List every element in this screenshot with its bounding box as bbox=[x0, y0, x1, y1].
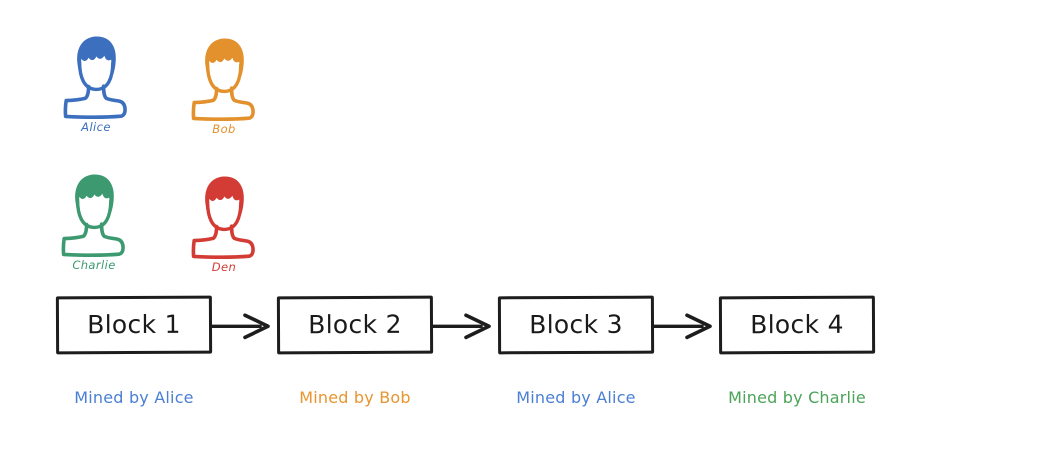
person-avatar-icon bbox=[191, 176, 255, 259]
block-group-1: Block 1 Mined by Alice bbox=[55, 295, 213, 407]
block-box[interactable]: Block 4 bbox=[718, 295, 876, 355]
block-box[interactable]: Block 2 bbox=[276, 295, 434, 355]
block-group-2: Block 2 Mined by Bob bbox=[276, 295, 434, 407]
block-box[interactable]: Block 1 bbox=[55, 295, 213, 355]
participant-bob: Bob bbox=[168, 30, 280, 148]
participant-name: Bob bbox=[212, 122, 236, 136]
arrow-right-icon bbox=[212, 313, 270, 340]
person-avatar-icon bbox=[63, 36, 127, 119]
block-caption: Mined by Alice bbox=[516, 388, 636, 407]
block-label: Block 3 bbox=[529, 309, 623, 340]
block-label: Block 1 bbox=[87, 309, 181, 340]
participant-name: Den bbox=[211, 260, 237, 274]
block-box[interactable]: Block 3 bbox=[497, 295, 655, 355]
arrow-right-icon bbox=[433, 313, 491, 340]
block-label: Block 4 bbox=[750, 309, 844, 340]
block-caption: Mined by Alice bbox=[74, 388, 194, 407]
participants-group: Alice Bob Charlie bbox=[40, 28, 300, 278]
block-caption: Mined by Bob bbox=[299, 388, 411, 407]
person-avatar-icon bbox=[61, 174, 125, 257]
block-group-3: Block 3 Mined by Alice bbox=[497, 295, 655, 407]
arrow-right-icon bbox=[654, 313, 712, 340]
participant-den: Den bbox=[168, 168, 280, 286]
person-avatar-icon bbox=[191, 38, 255, 121]
participant-name: Alice bbox=[81, 120, 111, 134]
blockchain-group: Block 1 Mined by Alice Block 2 Mined by … bbox=[0, 295, 1046, 436]
participant-alice: Alice bbox=[40, 28, 152, 146]
block-caption: Mined by Charlie bbox=[728, 388, 866, 407]
block-group-4: Block 4 Mined by Charlie bbox=[718, 295, 876, 407]
participant-name: Charlie bbox=[72, 258, 116, 272]
block-label: Block 2 bbox=[308, 309, 402, 340]
participant-charlie: Charlie bbox=[38, 166, 150, 284]
